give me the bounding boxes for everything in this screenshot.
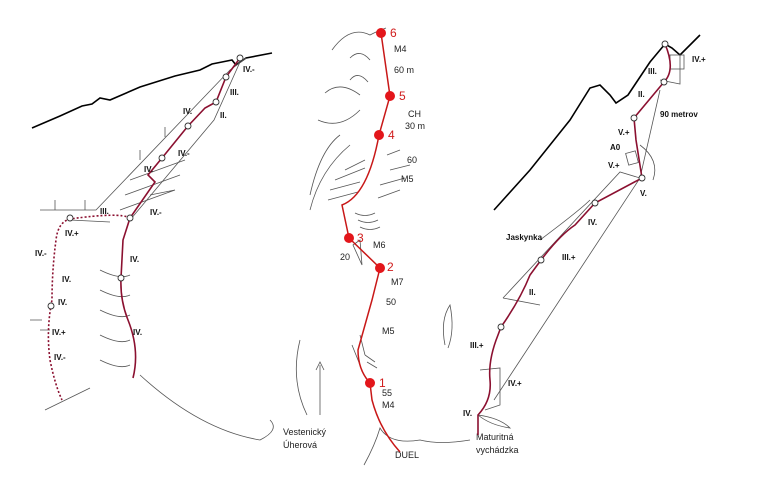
belay-icon	[638, 174, 646, 182]
grade-label: IV.-	[35, 249, 47, 258]
middle-topo: 6 5 4 3 2 1 M4 60 m CH 30 m 60 M5 M6 20 …	[283, 26, 519, 466]
grade-label: IV.+	[508, 379, 522, 388]
belay-icon	[537, 256, 545, 264]
station-number: 4	[388, 128, 395, 142]
station-number: 5	[399, 89, 406, 103]
grade-label: V.	[640, 189, 647, 198]
grade-label: V.+	[618, 128, 630, 137]
neighbor-route-label: Úherová	[283, 440, 317, 450]
station-number: 6	[390, 26, 397, 40]
grade-label: IV.+	[52, 328, 66, 337]
belay-icon	[47, 302, 55, 310]
pitch-label: 30 m	[405, 121, 425, 131]
route-name: DUEL	[395, 450, 419, 460]
grade-label: III.	[648, 67, 657, 76]
station-marker	[376, 28, 386, 38]
grade-label: III.	[230, 88, 239, 97]
belay-icon	[212, 98, 220, 106]
pitch-label: M6	[373, 240, 386, 250]
belay-icon	[661, 40, 669, 48]
pitch-label: 55	[382, 388, 392, 398]
grade-label: A0	[610, 143, 621, 152]
pitch-label: CH	[408, 109, 421, 119]
belay-icon	[66, 214, 74, 222]
station-number: 1	[379, 376, 386, 390]
belay-icon	[591, 199, 599, 207]
belay-icon	[497, 323, 505, 331]
grade-label: IV.-	[54, 353, 66, 362]
feature-label: Jaskynka	[506, 233, 543, 242]
belay-icon	[630, 114, 638, 122]
left-topo: IV.- III. II. IV. IV.- IV. III. IV.- IV.…	[30, 52, 274, 441]
left-ridge-line	[31, 52, 273, 129]
belay-icon	[660, 78, 668, 86]
right-belays	[497, 40, 669, 331]
station-number: 3	[357, 231, 364, 245]
grade-label: III.+	[562, 253, 576, 262]
grade-label: IV.	[588, 218, 597, 227]
pitch-label: M5	[401, 174, 414, 184]
left-dotted-route	[47, 214, 131, 401]
neighbor-route-label: vychádzka	[476, 445, 519, 455]
grade-label: IV.	[130, 255, 139, 264]
pitch-label: M4	[394, 44, 407, 54]
belay-icon	[117, 274, 125, 282]
neighbor-route-label: Maturitná	[476, 432, 514, 442]
neighbor-route-label: Vestenický	[283, 427, 327, 437]
belay-icon	[222, 73, 230, 81]
belay-icon	[126, 214, 134, 222]
pitch-label: 20	[340, 252, 350, 262]
pitch-label: 60 m	[394, 65, 414, 75]
grade-label: II.	[529, 288, 536, 297]
left-rock-features	[30, 57, 274, 441]
grade-label: IV.	[133, 328, 142, 337]
grade-label: II.	[638, 90, 645, 99]
grade-label: IV.	[463, 409, 472, 418]
route-length: 90 metrov	[660, 110, 698, 119]
grade-label: II.	[220, 111, 227, 120]
grade-label: V.+	[608, 161, 620, 170]
station-marker	[374, 130, 384, 140]
station-marker	[385, 91, 395, 101]
grade-label: IV.	[58, 298, 67, 307]
grade-label: IV.-	[178, 149, 190, 158]
grade-label: III.+	[470, 341, 484, 350]
station-marker	[365, 378, 375, 388]
belay-icon	[184, 122, 192, 130]
grade-label: IV.	[183, 107, 192, 116]
grade-label: IV.	[144, 165, 153, 174]
pitch-label: M7	[391, 277, 404, 287]
pitch-label: 60	[407, 155, 417, 165]
grade-label: IV.-	[150, 208, 162, 217]
right-topo: IV.+ III. II. 90 metrov V.+ A0 V.+ V. IV…	[463, 34, 706, 435]
pitch-label: M4	[382, 400, 395, 410]
station-marker	[344, 233, 354, 243]
station-number: 2	[387, 260, 394, 274]
grade-label: IV.+	[65, 229, 79, 238]
station-marker	[375, 263, 385, 273]
right-ridge-line	[493, 34, 701, 211]
belay-icon	[158, 154, 166, 162]
grade-label: IV.-	[243, 65, 255, 74]
left-belays	[47, 54, 244, 310]
middle-rock-features	[295, 27, 471, 466]
pitch-label: M5	[382, 326, 395, 336]
duel-route	[341, 32, 401, 453]
grade-label: IV.	[62, 275, 71, 284]
belay-icon	[236, 54, 244, 62]
grade-label: IV.+	[692, 55, 706, 64]
grade-label: III.	[100, 207, 109, 216]
pitch-label: 50	[386, 297, 396, 307]
